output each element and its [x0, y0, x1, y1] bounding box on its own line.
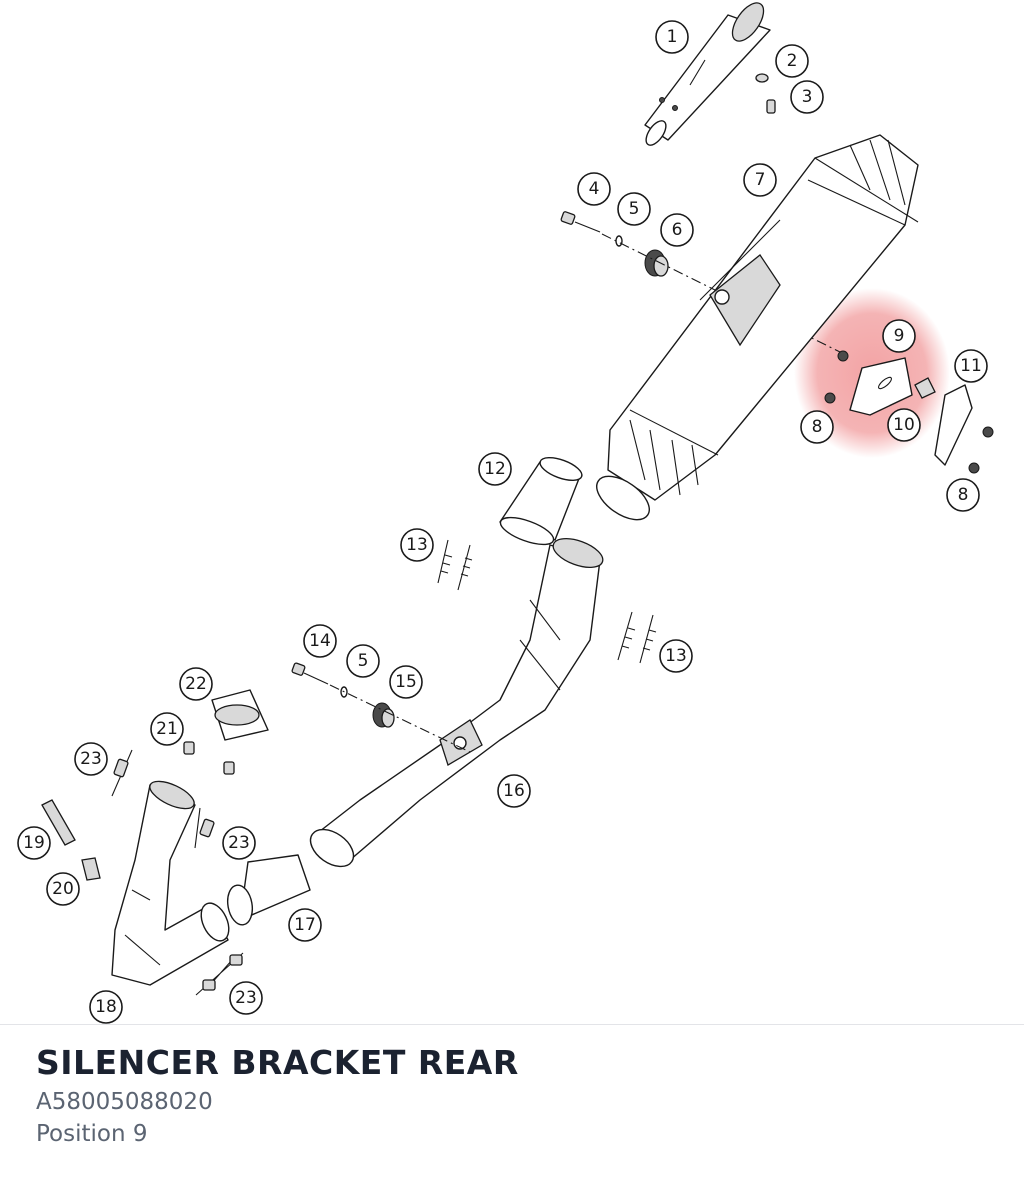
- callout-23-left[interactable]: 23: [74, 742, 108, 776]
- part-20-gasket[interactable]: [81, 857, 101, 881]
- part-12-sleeve[interactable]: [497, 453, 584, 550]
- callout-20[interactable]: 20: [46, 872, 80, 906]
- svg-text:22: 22: [185, 674, 207, 694]
- part-8-bolt-right[interactable]: [968, 426, 994, 474]
- svg-text:20: 20: [52, 879, 74, 899]
- svg-text:21: 21: [156, 719, 178, 739]
- part-position: Position 9: [36, 1121, 148, 1147]
- svg-text:23: 23: [80, 749, 102, 769]
- part-22-flange[interactable]: [211, 689, 269, 741]
- callout-11[interactable]: 11: [954, 349, 988, 383]
- svg-text:12: 12: [484, 459, 506, 479]
- part-19-sensor[interactable]: [41, 799, 76, 846]
- callout-5[interactable]: 5: [617, 192, 651, 226]
- part-15-grommet-lower[interactable]: [372, 702, 395, 728]
- part-title: SILENCER BRACKET REAR: [36, 1043, 519, 1082]
- callout-12[interactable]: 12: [478, 452, 512, 486]
- callout-18[interactable]: 18: [89, 990, 123, 1024]
- part-18-header-pipe[interactable]: [111, 776, 234, 986]
- svg-text:4: 4: [589, 179, 600, 199]
- callout-4[interactable]: 4: [577, 172, 611, 206]
- svg-text:18: 18: [95, 997, 117, 1017]
- part-17-sleeve[interactable]: [225, 854, 311, 927]
- callout-14[interactable]: 14: [303, 624, 337, 658]
- callout-17[interactable]: 17: [288, 908, 322, 942]
- callout-19[interactable]: 19: [17, 826, 51, 860]
- part-23-springs[interactable]: [111, 749, 244, 996]
- part-2-washer[interactable]: [755, 73, 769, 83]
- part-5-washer-upper[interactable]: [615, 235, 623, 247]
- svg-text:8: 8: [812, 417, 823, 437]
- svg-text:1: 1: [667, 27, 678, 47]
- callout-16[interactable]: 16: [497, 774, 531, 808]
- part-16-link-pipe[interactable]: [304, 533, 607, 874]
- svg-text:6: 6: [672, 220, 683, 240]
- svg-text:13: 13: [665, 646, 687, 666]
- svg-text:5: 5: [358, 651, 369, 671]
- svg-text:10: 10: [893, 415, 915, 435]
- callout-15[interactable]: 15: [389, 665, 423, 699]
- exhaust-exploded-diagram: 1 2 3 4 5 6 7 8 9 10 11 8 12 13 13 14 5 …: [17, 0, 994, 1024]
- callout-9-highlighted[interactable]: 9: [882, 319, 916, 353]
- svg-text:15: 15: [395, 672, 417, 692]
- callout-3[interactable]: 3: [790, 80, 824, 114]
- divider: [0, 1024, 1024, 1025]
- part-9-silencer-bracket-rear[interactable]: [849, 357, 913, 416]
- svg-text:13: 13: [406, 535, 428, 555]
- part-14-bolt[interactable]: [291, 662, 329, 685]
- part-7-silencer[interactable]: [589, 134, 919, 528]
- part-info-panel: SILENCER BRACKET REAR A58005088020 Posit…: [36, 1040, 996, 1150]
- svg-text:8: 8: [958, 485, 969, 505]
- callout-23-middle[interactable]: 23: [222, 826, 256, 860]
- part-1-insert-tube[interactable]: [642, 0, 771, 148]
- part-6-grommet-upper[interactable]: [644, 249, 669, 277]
- svg-text:7: 7: [755, 170, 766, 190]
- svg-text:23: 23: [235, 988, 257, 1008]
- callout-23-bottom[interactable]: 23: [229, 981, 263, 1015]
- callout-13-upper[interactable]: 13: [400, 528, 434, 562]
- svg-text:9: 9: [894, 326, 905, 346]
- part-4-bolt[interactable]: [560, 211, 601, 233]
- part-21-nut[interactable]: [183, 741, 235, 775]
- part-11-cover[interactable]: [934, 384, 973, 466]
- callout-13-lower[interactable]: 13: [659, 639, 693, 673]
- svg-text:11: 11: [960, 356, 982, 376]
- svg-text:2: 2: [787, 51, 798, 71]
- callout-21[interactable]: 21: [150, 712, 184, 746]
- part-13-spring-upper[interactable]: [437, 539, 473, 591]
- callout-8-right[interactable]: 8: [946, 478, 980, 512]
- svg-text:19: 19: [23, 833, 45, 853]
- callout-1[interactable]: 1: [655, 20, 689, 54]
- svg-text:17: 17: [294, 915, 316, 935]
- callout-6[interactable]: 6: [660, 213, 694, 247]
- callout-5-lower[interactable]: 5: [346, 644, 380, 678]
- callout-7[interactable]: 7: [743, 163, 777, 197]
- part-number: A58005088020: [36, 1089, 213, 1115]
- callout-2[interactable]: 2: [775, 44, 809, 78]
- svg-text:14: 14: [309, 631, 331, 651]
- svg-text:3: 3: [802, 87, 813, 107]
- svg-text:5: 5: [629, 199, 640, 219]
- part-13-spring-lower[interactable]: [617, 611, 657, 664]
- callout-10[interactable]: 10: [887, 408, 921, 442]
- callout-22[interactable]: 22: [179, 667, 213, 701]
- part-8-bolt-left[interactable]: [824, 350, 849, 404]
- svg-text:23: 23: [228, 833, 250, 853]
- callout-8-left[interactable]: 8: [800, 410, 834, 444]
- part-3-screw[interactable]: [766, 99, 776, 114]
- part-10-clip-nut[interactable]: [914, 377, 936, 399]
- svg-text:16: 16: [503, 781, 525, 801]
